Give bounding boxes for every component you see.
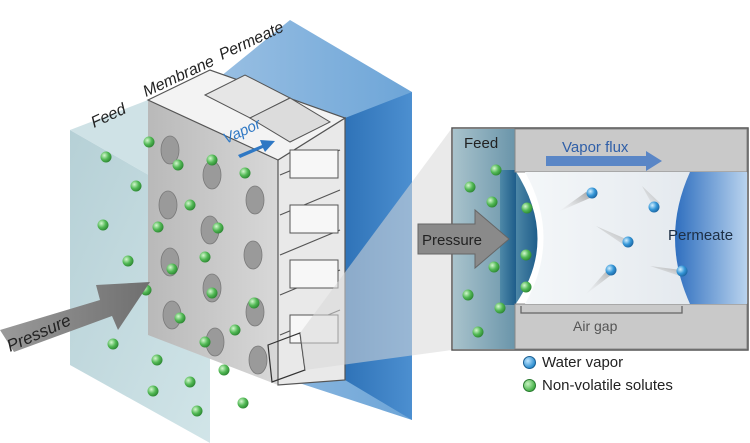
inset-membrane-bottom xyxy=(514,303,748,350)
inset-air-gap xyxy=(525,172,690,304)
inset-pressure-label: Pressure xyxy=(422,232,482,249)
inset-feed-label: Feed xyxy=(464,135,498,152)
feed-solutes xyxy=(97,136,260,417)
water-vapor-icon xyxy=(523,356,536,369)
air-gap-bracket xyxy=(520,306,683,314)
inset-solutes xyxy=(462,164,533,338)
membrane-block xyxy=(70,20,412,443)
inset-permeate-region xyxy=(675,172,747,304)
legend: Water vapor Non-volatile solutes xyxy=(523,351,673,397)
vapor-arrow xyxy=(238,140,275,158)
pressure-arrow-inset xyxy=(417,208,510,270)
vapor-trails xyxy=(558,186,681,295)
air-gap-label: Air gap xyxy=(573,318,618,334)
inset-water-vapor xyxy=(586,187,688,277)
solute-icon xyxy=(523,379,536,392)
zoom-connector xyxy=(300,128,452,370)
vapor-flux-label: Vapor flux xyxy=(562,139,629,156)
inset-panel xyxy=(417,127,749,351)
legend-water-vapor-label: Water vapor xyxy=(542,354,624,371)
legend-solutes-label: Non-volatile solutes xyxy=(542,377,673,394)
pressure-arrow-left xyxy=(0,282,150,352)
inset-permeate-label: Permeate xyxy=(668,227,733,244)
legend-item-water-vapor: Water vapor xyxy=(523,351,673,374)
inset-feed-bulge xyxy=(515,170,538,305)
legend-item-solutes: Non-volatile solutes xyxy=(523,374,673,397)
vapor-flux-arrow xyxy=(546,151,662,171)
